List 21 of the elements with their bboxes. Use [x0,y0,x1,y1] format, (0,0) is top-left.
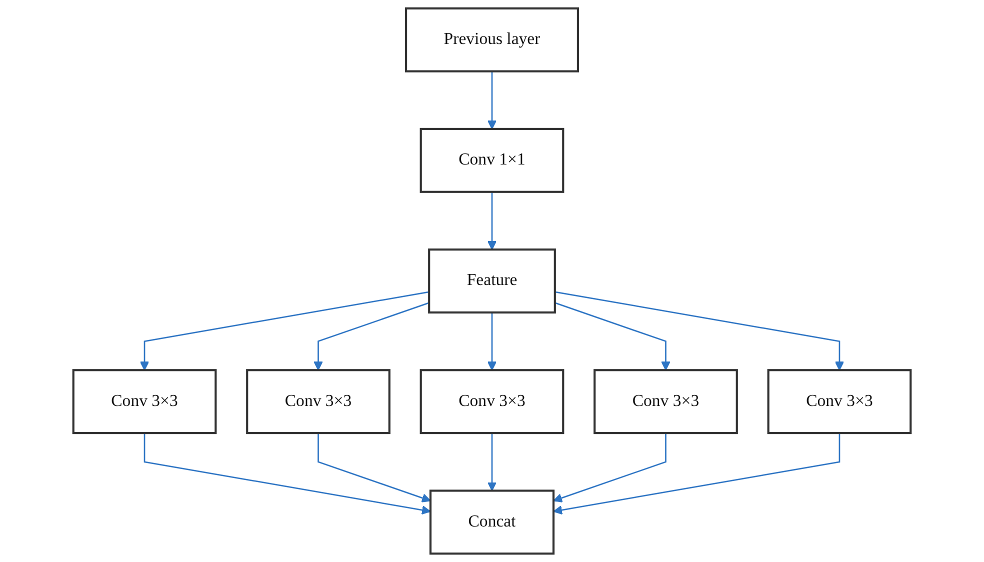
node-box: Conv 3×3 [246,369,390,434]
arrow [554,302,670,371]
node-box: Concat [429,490,555,555]
arrow [487,71,497,130]
node-box: Feature [428,248,556,314]
arrow [318,433,431,502]
arrow [314,302,430,371]
arrow [487,192,497,250]
arrow [487,433,497,492]
arrow [144,433,431,515]
node-box: Conv 3×3 [767,369,912,434]
arrow [140,291,430,371]
arrow [553,433,840,515]
node-box: Previous layer [404,7,580,72]
node-box: Conv 1×1 [420,128,564,193]
arrow [554,291,844,371]
node-box: Conv 3×3 [594,369,738,434]
node-box: Conv 3×3 [72,369,217,434]
arrow [553,433,666,502]
arrow [487,312,497,371]
node-box: Conv 3×3 [420,369,564,434]
